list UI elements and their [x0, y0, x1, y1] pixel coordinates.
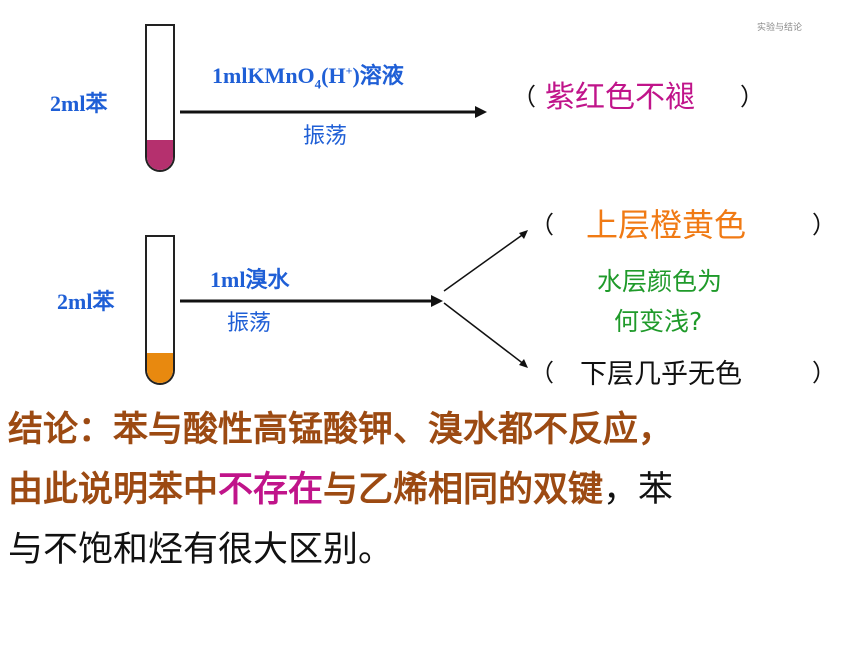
conclusion-part-1: 结论：苯与酸性高锰酸钾、溴水都不反应， [8, 410, 674, 450]
tube-liquid-orange [147, 353, 173, 383]
test-tube-bromine [145, 235, 175, 385]
reaction-arrow-1 [180, 106, 487, 118]
sample-label-1: 2ml苯 [50, 91, 108, 116]
conclusion-part-3: 与乙烯相同的双键 [323, 470, 604, 510]
lower-close: ） [812, 359, 836, 387]
result-close-1: ） [740, 83, 764, 111]
conclusion-line-3: 与不饱和烃有很大区别。 [8, 530, 394, 570]
upper-open: （ [530, 211, 554, 239]
reaction-arrow-2 [180, 295, 443, 307]
reagent-label-1: 1mlKMnO4(H+)溶液 [212, 63, 404, 92]
sample-label-2: 2ml苯 [57, 289, 115, 314]
lower-open: （ [530, 359, 554, 387]
action-label-1: 振荡 [303, 124, 348, 149]
action-label-2: 振荡 [227, 311, 272, 336]
lower-result: 下层几乎无色 [580, 359, 742, 390]
upper-result: 上层橙黄色 [586, 206, 747, 244]
question-line-2: 何变浅? [614, 307, 703, 336]
upper-close: ） [812, 211, 836, 239]
conclusion-part-2: 由此说明苯中 [8, 470, 219, 510]
test-tube-kmno4 [145, 24, 175, 172]
result-1: 紫红色不褪 [545, 80, 695, 115]
conclusion-part-4: ，苯 [603, 470, 674, 510]
conclusion-line-2: 由此说明苯中不存在与乙烯相同的双键，苯 [8, 462, 673, 518]
conclusion-highlight: 不存在 [218, 470, 324, 510]
reagent-label-2: 1ml溴水 [210, 267, 290, 292]
tube-liquid-purple [147, 140, 173, 170]
result-open-1: （ [512, 83, 536, 111]
branch-arrows [443, 230, 528, 368]
question-line-1: 水层颜色为 [597, 267, 723, 296]
conclusion-line-1: 结论：苯与酸性高锰酸钾、溴水都不反应， [8, 402, 673, 458]
corner-caption: 实验与结论 [757, 23, 803, 33]
